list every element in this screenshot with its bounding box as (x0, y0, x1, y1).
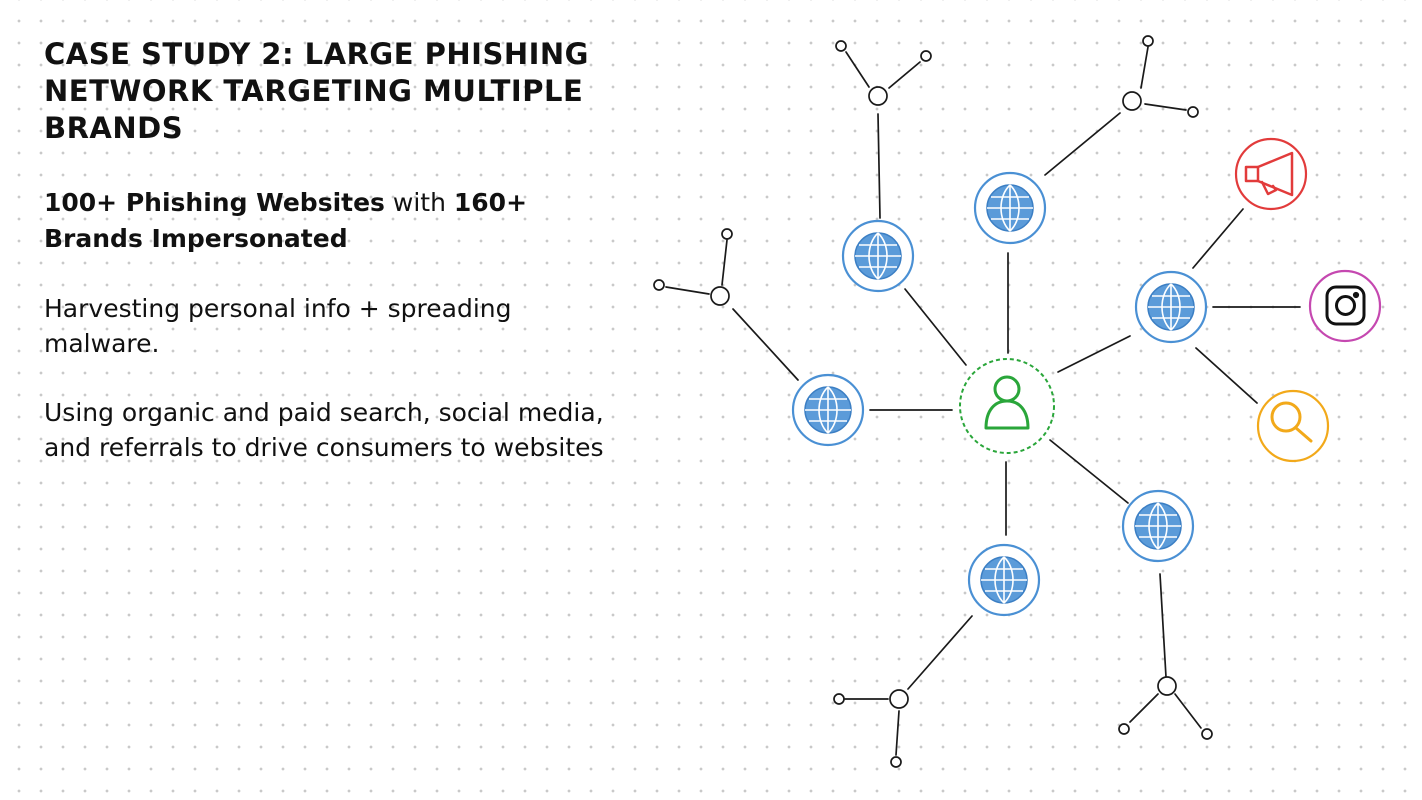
search-icon (1270, 401, 1313, 443)
leaf-node (868, 86, 888, 106)
leaf-node (833, 693, 845, 705)
leaf-node (653, 279, 665, 291)
edge (1140, 46, 1149, 89)
leaf-node (721, 228, 733, 240)
globe-icon (791, 373, 865, 447)
edge (845, 51, 870, 88)
edge (1044, 112, 1121, 176)
paragraph-harvesting: Harvesting personal info + spreading mal… (44, 294, 512, 358)
edge (907, 615, 973, 690)
edge (895, 710, 900, 756)
leaf-node (1187, 106, 1199, 118)
edge (1174, 693, 1202, 729)
edge (1192, 208, 1244, 269)
edge (1195, 347, 1258, 404)
channel-node-social (1308, 269, 1382, 343)
subtitle: 100+ Phishing Websites with 160+ Brands … (44, 185, 624, 257)
edge (721, 239, 728, 286)
edge (1159, 573, 1167, 678)
edge (877, 113, 881, 219)
globe-icon (841, 219, 915, 293)
leaf-node (890, 756, 902, 768)
edge (904, 288, 967, 366)
paragraph-channels: Using organic and paid search, social me… (44, 398, 604, 462)
globe-icon (973, 171, 1047, 245)
globe-icon (1121, 489, 1195, 563)
subtitle-brands: 160+ Brands Impersonated (44, 188, 528, 253)
globe-icon (967, 543, 1041, 617)
text-panel: CASE STUDY 2: LARGE PHISHING NETWORK TAR… (44, 36, 624, 465)
subtitle-sites: 100+ Phishing Websites (44, 188, 385, 217)
channel-node-ads (1234, 137, 1308, 211)
leaf-node (1118, 723, 1130, 735)
leaf-node (1142, 35, 1154, 47)
center-user-node (959, 358, 1055, 454)
edge (1129, 693, 1159, 723)
channel-node-search (1256, 389, 1330, 463)
globe-icon (1134, 270, 1208, 344)
edge (665, 286, 710, 295)
page-title: CASE STUDY 2: LARGE PHISHING NETWORK TAR… (44, 37, 589, 145)
leaf-node (889, 689, 909, 709)
user-icon (984, 375, 1030, 430)
leaf-nodes (653, 35, 1213, 768)
edge (1049, 439, 1129, 504)
edge (888, 61, 921, 89)
leaf-node (1157, 676, 1177, 696)
network-edges (665, 46, 1301, 756)
leaf-node (920, 50, 932, 62)
edge (1144, 103, 1187, 111)
leaf-node (1201, 728, 1213, 740)
subtitle-connector: with (384, 188, 454, 217)
edge (732, 308, 799, 381)
edge (1057, 335, 1131, 373)
leaf-node (1122, 91, 1142, 111)
instagram-icon (1325, 285, 1366, 326)
megaphone-icon (1244, 151, 1294, 197)
leaf-node (710, 286, 730, 306)
leaf-node (835, 40, 847, 52)
